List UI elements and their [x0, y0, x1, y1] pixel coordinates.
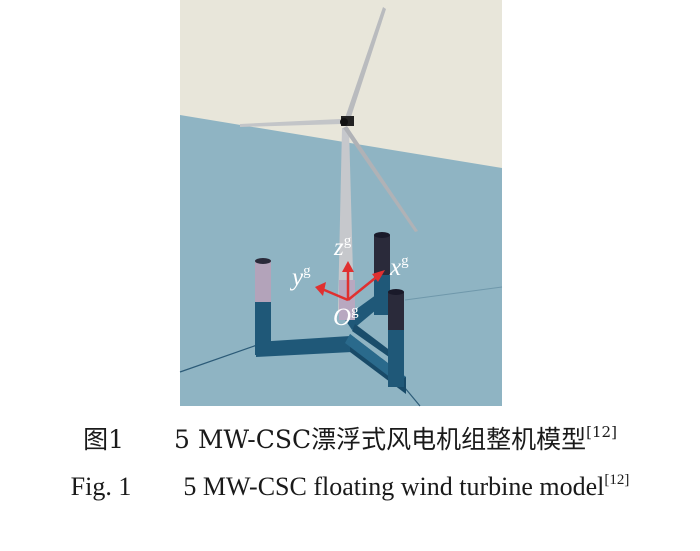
y-axis-arrow	[321, 287, 349, 302]
z-axis-arrowhead	[342, 261, 354, 272]
x-axis-label: xg	[389, 253, 409, 281]
caption-text-cn: 5 MW-CSC漂浮式风电机组整机模型	[173, 425, 587, 454]
x-axis-arrow	[347, 274, 380, 301]
x-axis-arrowhead	[372, 270, 385, 282]
origin-label: Og	[333, 303, 359, 331]
z-axis-label: zg	[333, 233, 352, 261]
caption-english: Fig. 1 5 MW-CSC floating wind turbine mo…	[0, 472, 700, 502]
column-back-top	[374, 232, 390, 238]
reference-cn: [12]	[586, 423, 617, 441]
blade-up	[345, 7, 386, 120]
y-axis-label: yg	[289, 263, 311, 291]
brace-right	[352, 324, 396, 362]
mooring-line-back	[404, 286, 503, 301]
figure-number-cn: 图1	[83, 425, 124, 454]
blade-down	[343, 126, 418, 232]
mooring-line-right	[404, 387, 421, 407]
y-axis-arrowhead	[315, 282, 326, 296]
reference-en: [12]	[604, 472, 630, 488]
axis-arrows	[315, 261, 385, 302]
column-left-above-water	[255, 260, 271, 302]
column-right-top	[388, 289, 404, 295]
figure-number-en: Fig. 1	[70, 472, 132, 501]
turbine-scene: zg xg yg Og	[179, 0, 503, 407]
caption-text-en: 5 MW-CSC floating wind turbine model	[183, 472, 605, 501]
column-left-top	[255, 258, 271, 264]
mooring-line-left	[179, 344, 258, 373]
tower	[338, 128, 354, 310]
column-right-above-water	[388, 292, 404, 330]
caption-chinese: 图1 5 MW-CSC漂浮式风电机组整机模型[12]	[0, 420, 700, 456]
column-back-above-water	[374, 235, 390, 275]
blade-left	[240, 119, 342, 127]
pontoon-left	[256, 336, 352, 357]
hub	[340, 118, 348, 126]
